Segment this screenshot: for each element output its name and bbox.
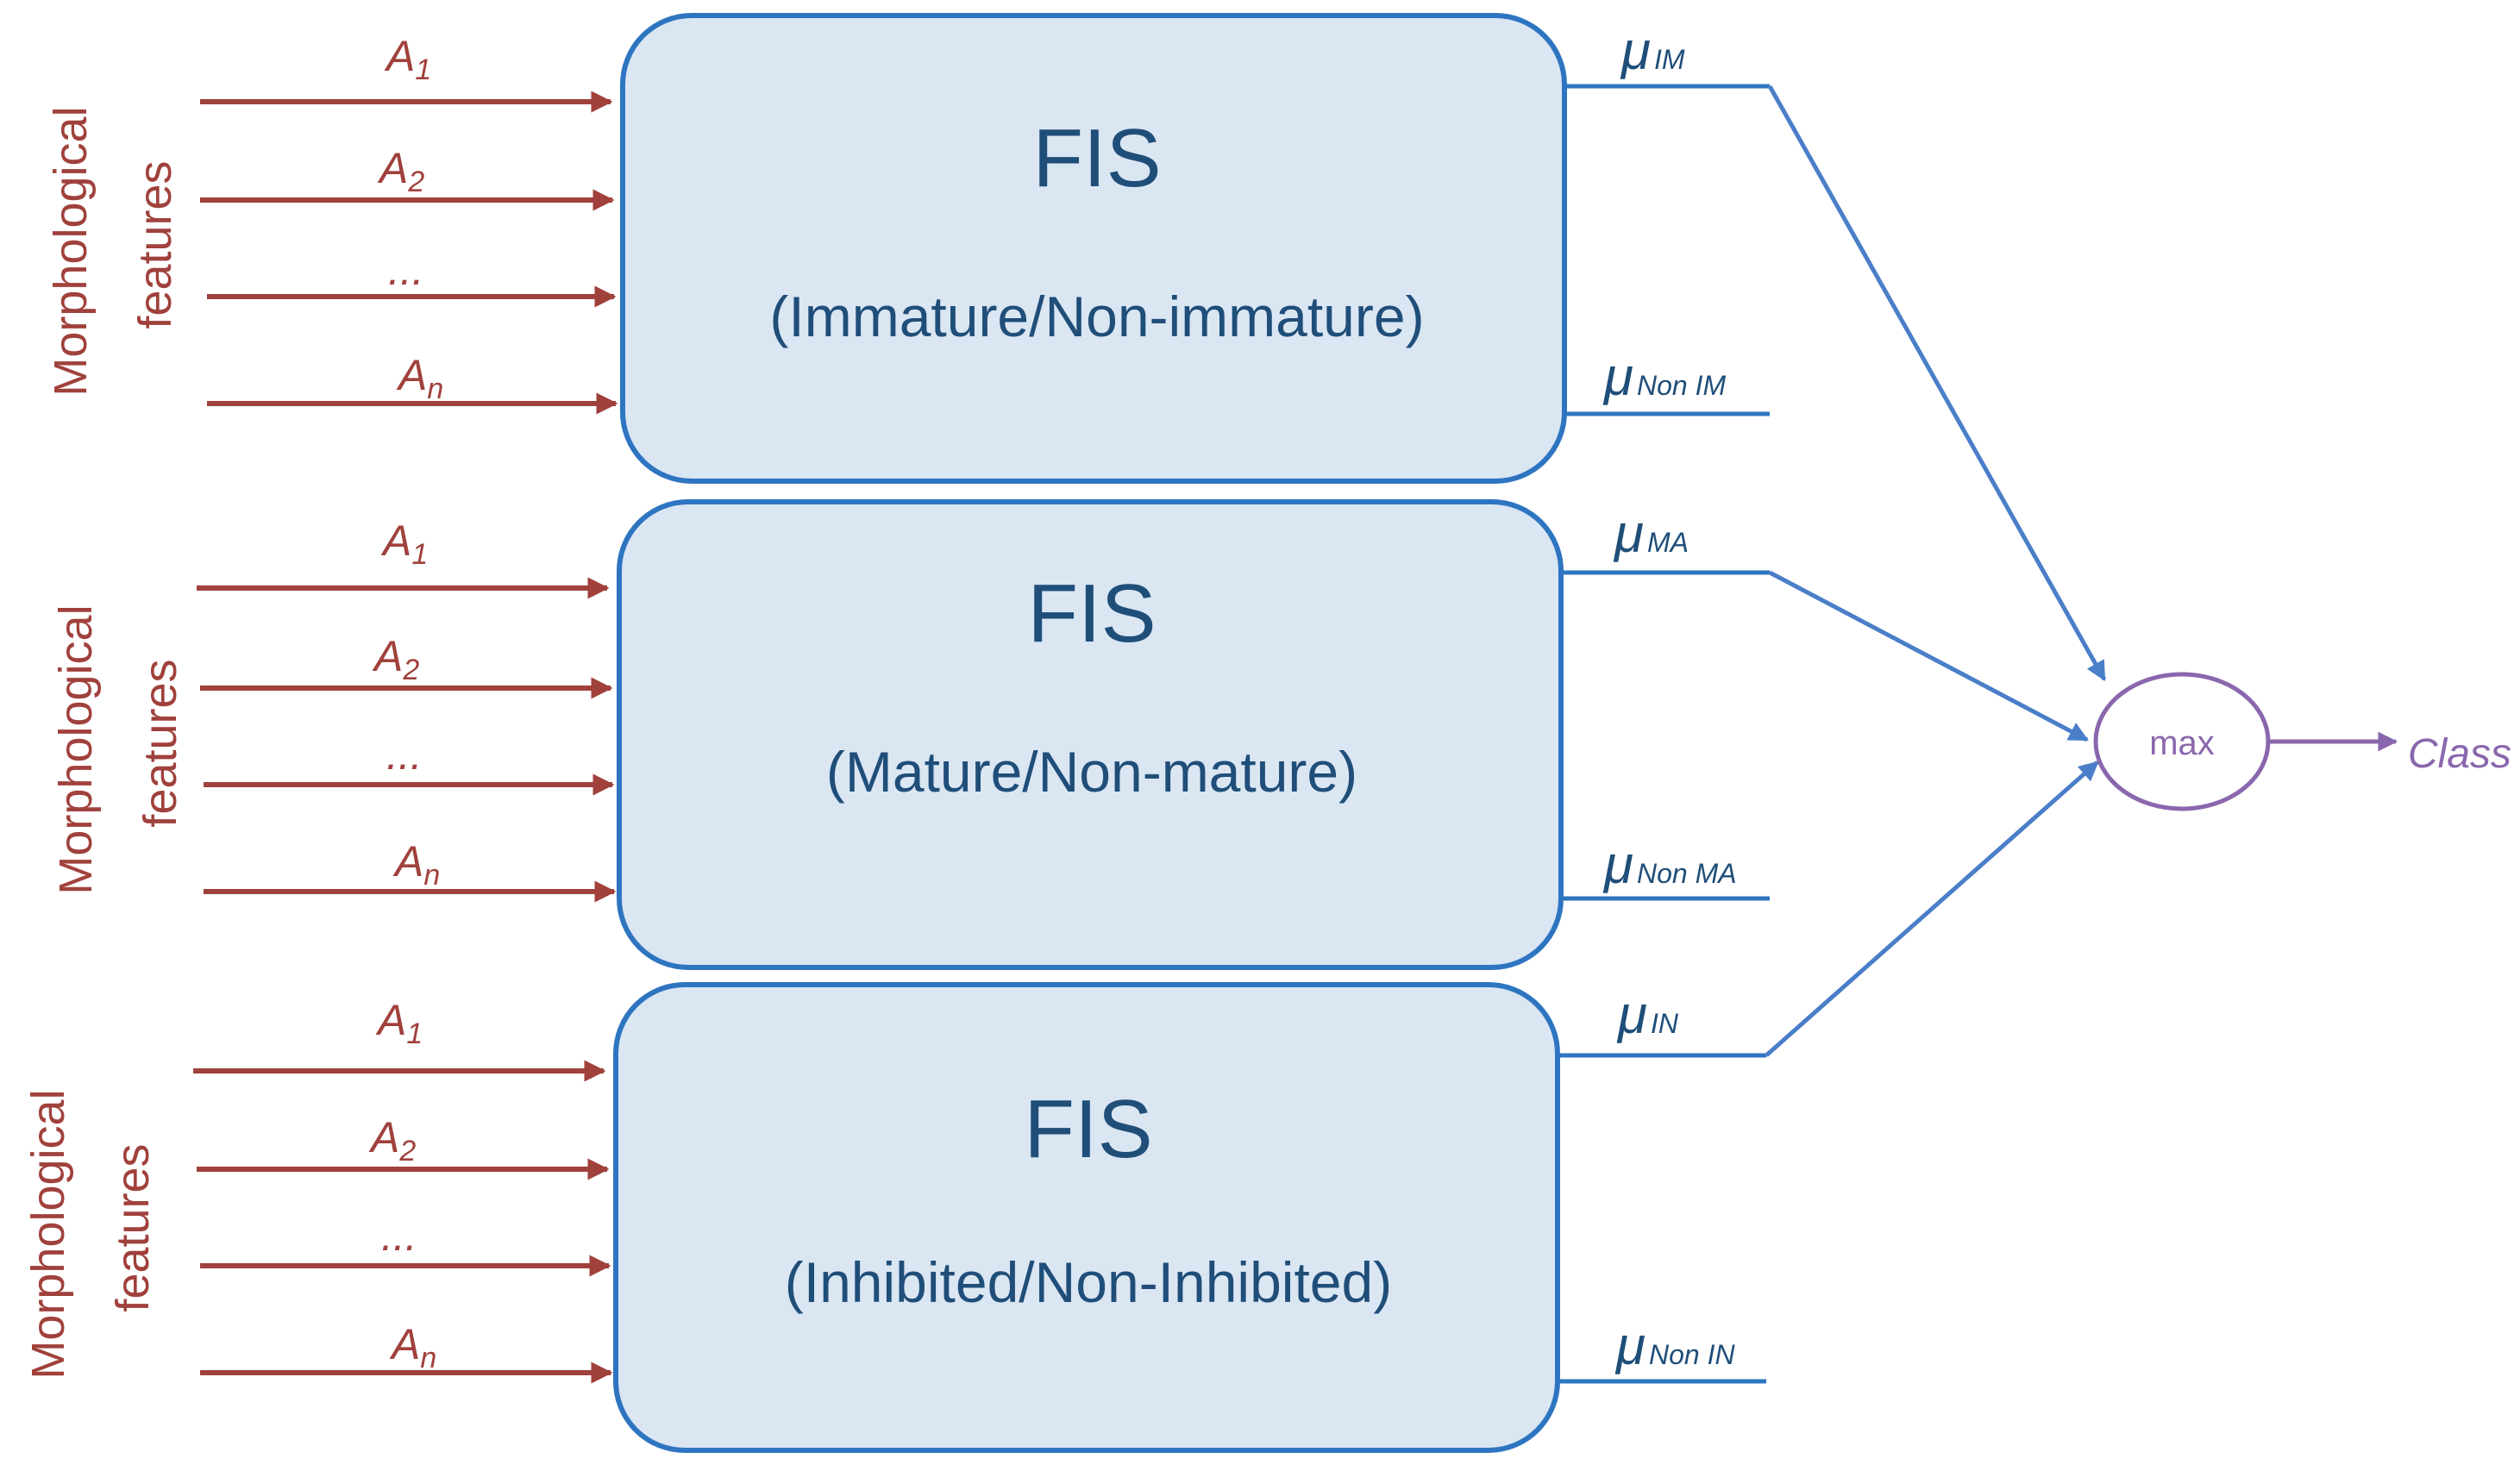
input-label: A2 [372, 632, 419, 686]
input-arrow-2: A2 [200, 144, 615, 211]
fis-box [617, 499, 1564, 970]
input-arrow-1: A1 [193, 996, 606, 1082]
input-label: An [389, 1320, 436, 1374]
input-arrow-1: A1 [200, 32, 613, 113]
input-label: An [392, 837, 440, 892]
fis-block-mature: Morphological features A1 A2 ... An FIS … [50, 499, 1770, 970]
input-arrow-n: An [207, 351, 618, 415]
max-label: max [2149, 724, 2215, 762]
fis-subtitle: (Immature/Non-immature) [769, 285, 1424, 348]
input-label: A2 [368, 1113, 416, 1167]
input-label: A1 [375, 996, 423, 1050]
fis-box [620, 13, 1567, 484]
combiner: max Class [1765, 85, 2511, 1057]
input-arrow-ellipsis: ... [200, 1211, 611, 1277]
input-arrow-n: An [200, 1320, 613, 1384]
side-label: Morphological features [22, 1076, 159, 1379]
input-ellipsis: ... [381, 1211, 417, 1260]
fis-box [613, 982, 1560, 1453]
fis-block-immature: Morphological features A1 A2 ... An FIS … [45, 13, 1770, 484]
class-label: Class [2408, 731, 2511, 777]
fis-title: FIS [1027, 567, 1156, 660]
input-arrow-2: A2 [200, 632, 613, 699]
fis-title: FIS [1024, 1083, 1152, 1175]
input-label: A1 [380, 516, 428, 571]
fis-subtitle: (Mature/Non-mature) [826, 740, 1357, 804]
input-arrow-ellipsis: ... [204, 730, 615, 796]
side-label: Morphological features [50, 592, 186, 894]
input-label: A1 [384, 32, 431, 86]
input-arrow-n: An [204, 837, 617, 903]
fis-title: FIS [1032, 112, 1161, 204]
input-arrow-ellipsis: ... [207, 246, 617, 308]
input-ellipsis: ... [386, 730, 423, 779]
combiner-arrow-im [1767, 85, 2107, 682]
input-arrow-2: A2 [197, 1113, 610, 1180]
fis-block-inhibited: Morphological features A1 A2 ... An FIS … [22, 982, 1766, 1453]
fis-subtitle: (Inhibited/Non-Inhibited) [785, 1250, 1392, 1314]
input-label: An [396, 351, 443, 405]
combiner-arrow-ma [1768, 570, 2090, 742]
input-arrow-1: A1 [197, 516, 610, 599]
combiner-arrow-in [1765, 761, 2099, 1057]
input-ellipsis: ... [388, 246, 424, 294]
input-label: A2 [377, 144, 424, 198]
side-label: Morphological features [45, 93, 181, 396]
